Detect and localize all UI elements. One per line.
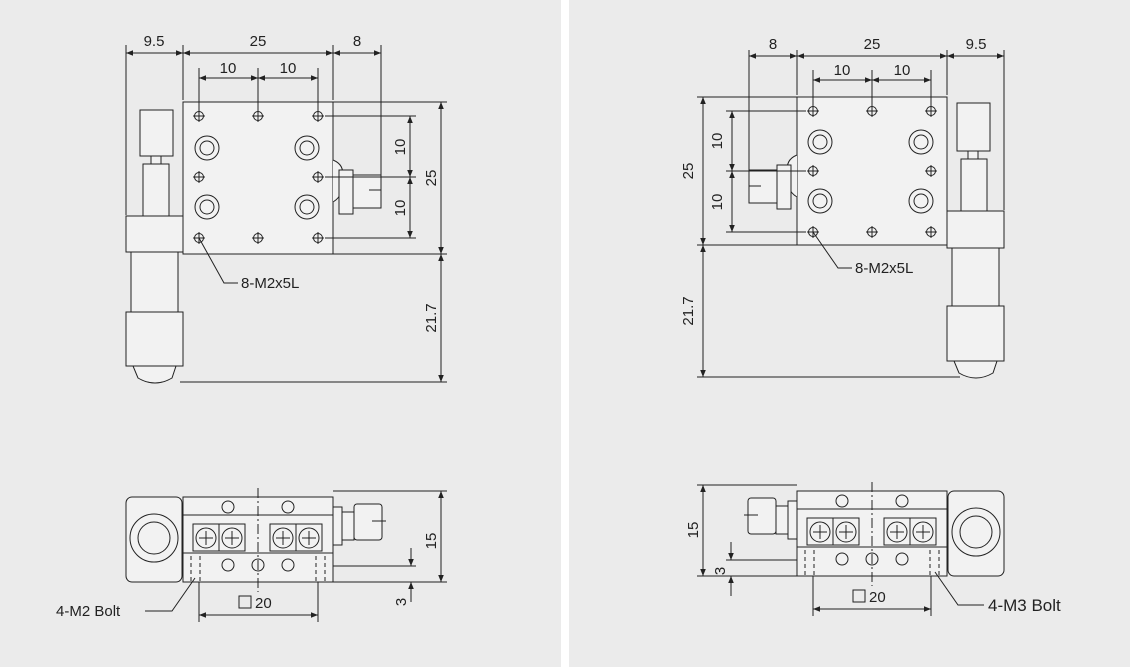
left-side-view: [125, 488, 447, 622]
right-dim-8: 8: [769, 36, 777, 53]
right-dim-21.7: 21.7: [680, 296, 697, 325]
right-mount-holes: [807, 105, 937, 238]
left-dim-9.5: 9.5: [144, 33, 165, 50]
right-micrometer: [946, 158, 1005, 379]
right-dim-10-left-b: 10: [709, 194, 726, 211]
left-side-dim-15: 15: [423, 533, 440, 550]
right-hole-callout: 8-M2x5L: [855, 260, 913, 277]
right-side-view: [697, 482, 1005, 616]
left-square-symbol: [238, 595, 252, 609]
right-side-dim-15: 15: [685, 522, 702, 539]
left-dim-10-right-a: 10: [392, 139, 409, 156]
right-lock-knob: [748, 154, 798, 210]
right-screw-heads: [806, 517, 937, 546]
right-counterbores: [807, 129, 934, 214]
right-dim-10-left-a: 10: [709, 133, 726, 150]
right-side-dim-3: 3: [712, 567, 729, 575]
left-dim-25-right: 25: [423, 170, 440, 187]
right-top-view: [697, 50, 1005, 379]
left-stage-body: [182, 101, 334, 255]
left-hole-callout: 8-M2x5L: [241, 275, 299, 292]
left-micrometer: [125, 163, 184, 384]
right-dim-10-b: 10: [894, 62, 911, 79]
right-dim-25-top: 25: [864, 36, 881, 53]
right-bolt-callout: 4-M3 Bolt: [988, 596, 1061, 615]
left-side-dim-3: 3: [393, 598, 410, 606]
left-bolt-callout: 4-M2 Bolt: [56, 603, 121, 620]
left-dim-25-top: 25: [250, 33, 267, 50]
left-dim-8: 8: [353, 33, 361, 50]
left-dim-10-right-b: 10: [392, 200, 409, 217]
right-square-symbol: [852, 589, 866, 603]
right-dim-10-a: 10: [834, 62, 851, 79]
left-lock-knob: [332, 159, 382, 215]
right-dim-25-left: 25: [680, 163, 697, 180]
left-dim-10-b: 10: [280, 60, 297, 77]
left-counterbores: [194, 135, 320, 220]
left-screw-heads: [192, 523, 323, 552]
left-mount-holes: [193, 110, 324, 244]
right-side-dim-20: 20: [869, 589, 886, 606]
left-top-view: [125, 45, 447, 384]
right-stage-body: [796, 96, 948, 246]
left-side-dim-20: 20: [255, 595, 272, 612]
left-dim-21.7: 21.7: [423, 303, 440, 332]
left-dim-10-a: 10: [220, 60, 237, 77]
right-dim-9.5: 9.5: [966, 36, 987, 53]
